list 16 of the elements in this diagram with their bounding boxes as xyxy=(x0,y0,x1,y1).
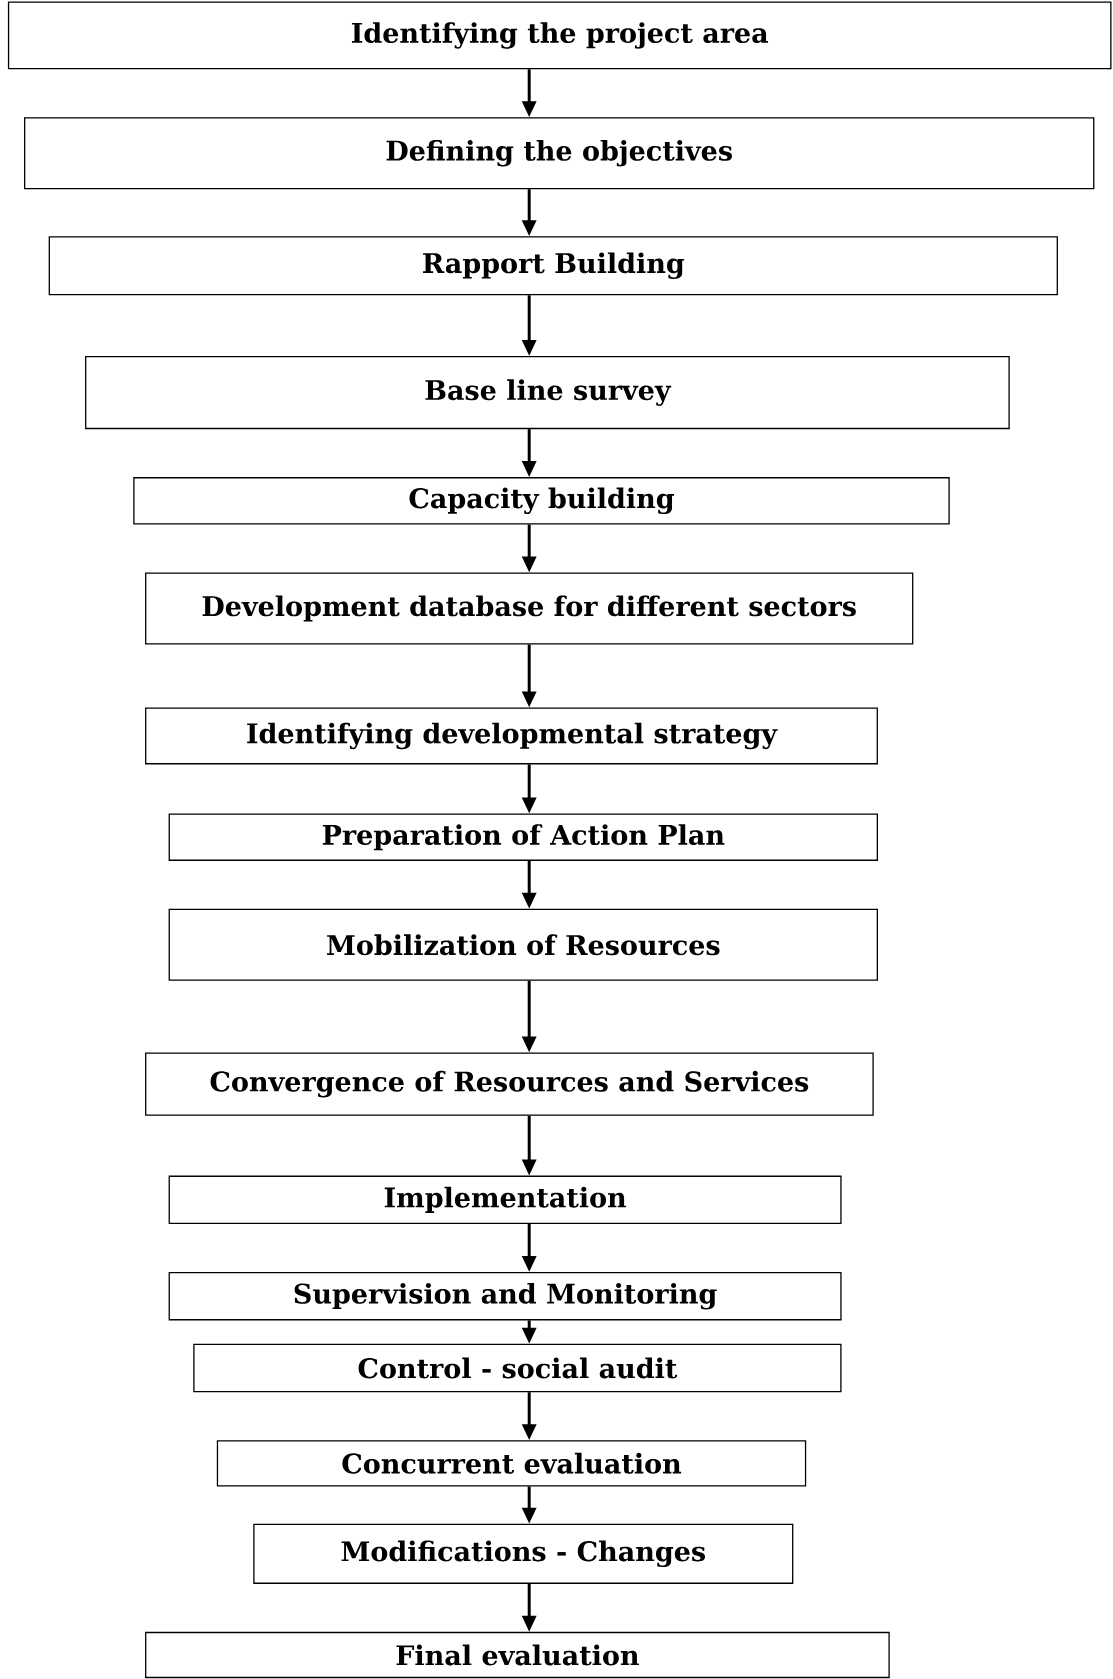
process-box: Capacity building xyxy=(133,477,950,525)
process-box: Implementation xyxy=(168,1175,842,1224)
process-box: Rapport Building xyxy=(48,236,1058,296)
process-box: Identifying developmental strategy xyxy=(145,707,878,765)
process-box: Base line survey xyxy=(85,356,1010,430)
process-box: Final evaluation xyxy=(145,1631,890,1679)
process-box: Preparation of Action Plan xyxy=(168,813,878,861)
process-box: Mobilization of Resources xyxy=(168,908,878,981)
process-box: Concurrent evaluation xyxy=(216,1440,807,1487)
process-box: Modifications - Changes xyxy=(253,1523,794,1584)
process-box: Defining the objectives xyxy=(24,117,1095,190)
process-box: Control - social audit xyxy=(193,1343,842,1393)
process-box: Convergence of Resources and Services xyxy=(145,1052,874,1116)
process-box: Supervision and Monitoring xyxy=(168,1272,842,1321)
process-box: Identifying the project area xyxy=(7,1,1112,70)
process-box: Development database for different sectors xyxy=(145,572,914,645)
